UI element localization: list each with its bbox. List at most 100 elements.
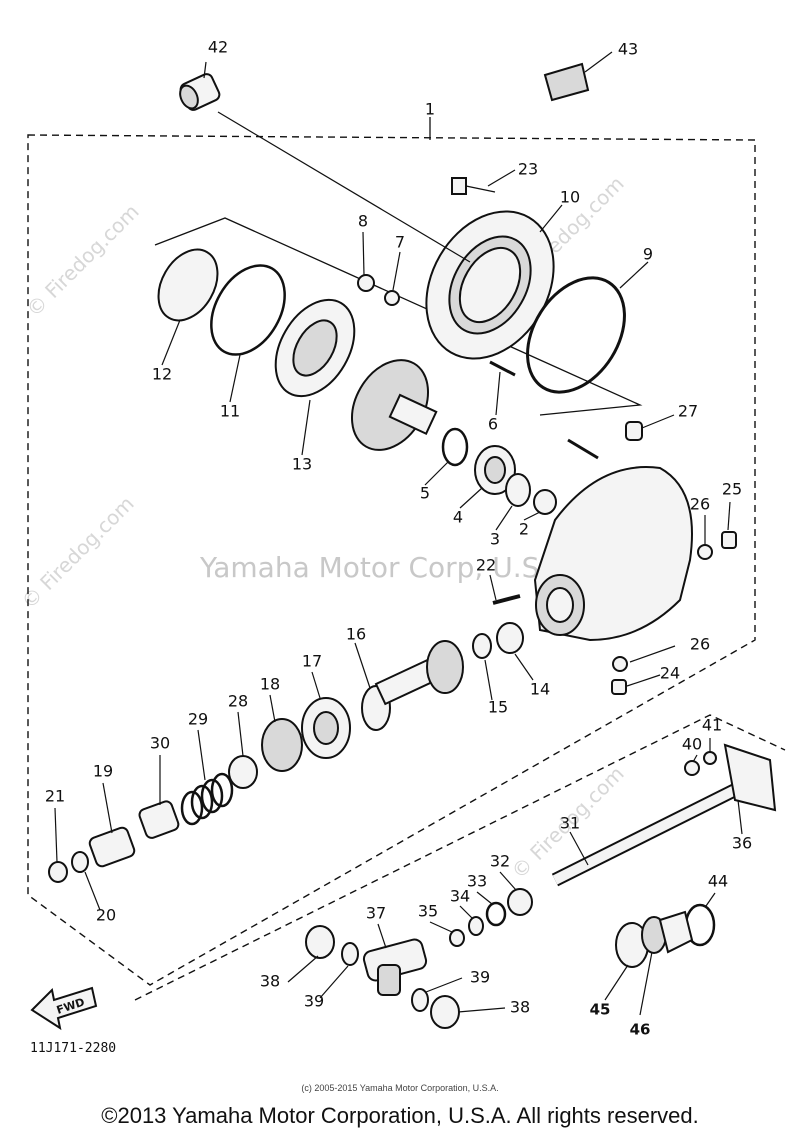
label-42: 42 bbox=[208, 38, 228, 57]
part-33-washer bbox=[485, 901, 507, 927]
part-14-bearing bbox=[496, 622, 524, 654]
label-3: 3 bbox=[490, 530, 500, 549]
label-25: 25 bbox=[722, 480, 742, 499]
label-22: 22 bbox=[476, 556, 496, 575]
label-30: 30 bbox=[150, 734, 170, 753]
parts bbox=[48, 62, 777, 1029]
label-29: 29 bbox=[188, 710, 208, 729]
part-26-washer-upper bbox=[697, 544, 713, 560]
part-26-washer-lower bbox=[612, 656, 628, 672]
part-35-nut bbox=[449, 929, 465, 947]
label-36: 36 bbox=[732, 834, 752, 853]
part-6-stud-lower bbox=[567, 438, 599, 460]
part-5-shim bbox=[441, 427, 469, 467]
forward-direction-arrow: FWD bbox=[30, 986, 98, 1031]
label-10: 10 bbox=[560, 188, 580, 207]
part-18-gear bbox=[261, 718, 303, 772]
copyright-main: ©2013 Yamaha Motor Corporation, U.S.A. A… bbox=[101, 1103, 698, 1128]
part-40-nut bbox=[684, 760, 700, 776]
part-38-bearing-left bbox=[305, 925, 335, 959]
part-34-collar bbox=[468, 916, 484, 936]
label-13: 13 bbox=[292, 455, 312, 474]
label-20: 20 bbox=[96, 906, 116, 925]
label-46: 46 bbox=[630, 1021, 651, 1039]
label-40: 40 bbox=[682, 735, 702, 754]
part-42-sleeve bbox=[179, 73, 221, 111]
watermark-site-2: © Firedog.com bbox=[17, 491, 139, 613]
part-39-circlip-left bbox=[341, 942, 359, 966]
part-2-collar bbox=[533, 489, 557, 515]
leader-lines bbox=[54, 51, 743, 1016]
part-15-collar bbox=[472, 633, 492, 659]
label-24: 24 bbox=[660, 664, 680, 683]
part-29-spring bbox=[180, 772, 234, 826]
part-9-o-ring bbox=[526, 276, 626, 394]
label-26-lower: 26 bbox=[690, 635, 710, 654]
part-41-washer bbox=[703, 751, 717, 765]
part-12-oil-seal bbox=[157, 248, 219, 322]
part-31-drive-shaft bbox=[551, 783, 739, 887]
label-31: 31 bbox=[560, 814, 580, 833]
copyright-small: (c) 2005-2015 Yamaha Motor Corporation, … bbox=[301, 1083, 498, 1093]
label-35: 35 bbox=[418, 902, 438, 921]
part-13-bearing bbox=[274, 298, 356, 398]
label-32: 32 bbox=[490, 852, 510, 871]
label-41: 41 bbox=[702, 716, 722, 735]
label-15: 15 bbox=[488, 698, 508, 717]
label-39-right: 39 bbox=[470, 968, 490, 987]
part-24-drain-bolt bbox=[611, 679, 627, 695]
label-33: 33 bbox=[467, 872, 487, 891]
part-ring-gear bbox=[351, 359, 438, 451]
label-34: 34 bbox=[450, 887, 470, 906]
part-28-collar bbox=[228, 755, 258, 789]
watermark-site-1: © Firedog.com bbox=[22, 199, 144, 321]
label-37: 37 bbox=[366, 904, 386, 923]
part-16-drive-pinion-gear bbox=[361, 640, 464, 731]
part-37-universal-joint bbox=[362, 938, 428, 996]
part-3-oil-seal bbox=[505, 473, 531, 507]
label-21: 21 bbox=[45, 787, 65, 806]
outline-main-assembly bbox=[27, 134, 756, 986]
label-16: 16 bbox=[346, 625, 366, 644]
watermark-center: Yamaha Motor Corp, U.S.A. bbox=[199, 551, 576, 584]
label-14: 14 bbox=[530, 680, 550, 699]
part-43-label-plate bbox=[543, 62, 590, 102]
part-8-nut bbox=[357, 274, 375, 292]
part-10-bearing-housing-cover bbox=[425, 210, 555, 360]
label-7: 7 bbox=[395, 233, 405, 252]
label-38-left: 38 bbox=[260, 972, 280, 991]
label-39-left: 39 bbox=[304, 992, 324, 1011]
label-2: 2 bbox=[519, 520, 529, 539]
label-18: 18 bbox=[260, 675, 280, 694]
part-7-washer bbox=[384, 290, 400, 306]
part-final-gear-case bbox=[533, 466, 693, 642]
part-38-bearing-right bbox=[430, 995, 460, 1029]
part-27-cap bbox=[625, 421, 643, 441]
label-6: 6 bbox=[488, 415, 498, 434]
part-36-yoke bbox=[723, 743, 777, 812]
label-8: 8 bbox=[358, 212, 368, 231]
label-45: 45 bbox=[590, 1001, 611, 1019]
label-28: 28 bbox=[228, 692, 248, 711]
label-17: 17 bbox=[302, 652, 322, 671]
part-39-circlip-right bbox=[411, 988, 429, 1012]
label-44: 44 bbox=[708, 872, 728, 891]
fwd-arrow-icon bbox=[30, 986, 98, 1031]
label-19: 19 bbox=[93, 762, 113, 781]
label-1: 1 bbox=[425, 100, 435, 119]
label-9: 9 bbox=[643, 245, 653, 264]
part-23-bolt bbox=[451, 177, 496, 195]
label-43: 43 bbox=[618, 40, 638, 59]
part-6-stud-upper bbox=[489, 360, 516, 377]
label-5: 5 bbox=[420, 484, 430, 503]
part-32-oil-seal bbox=[507, 888, 533, 916]
part-25-plug bbox=[721, 531, 737, 549]
part-21-nut bbox=[48, 861, 68, 883]
part-19-sleeve bbox=[88, 826, 136, 868]
part-4-bearing bbox=[474, 445, 516, 495]
label-12: 12 bbox=[152, 365, 172, 384]
label-27: 27 bbox=[678, 402, 698, 421]
label-38-right: 38 bbox=[510, 998, 530, 1017]
part-number-labels: 42 43 1 23 10 8 7 9 12 11 13 6 27 5 4 3 … bbox=[45, 38, 752, 1039]
